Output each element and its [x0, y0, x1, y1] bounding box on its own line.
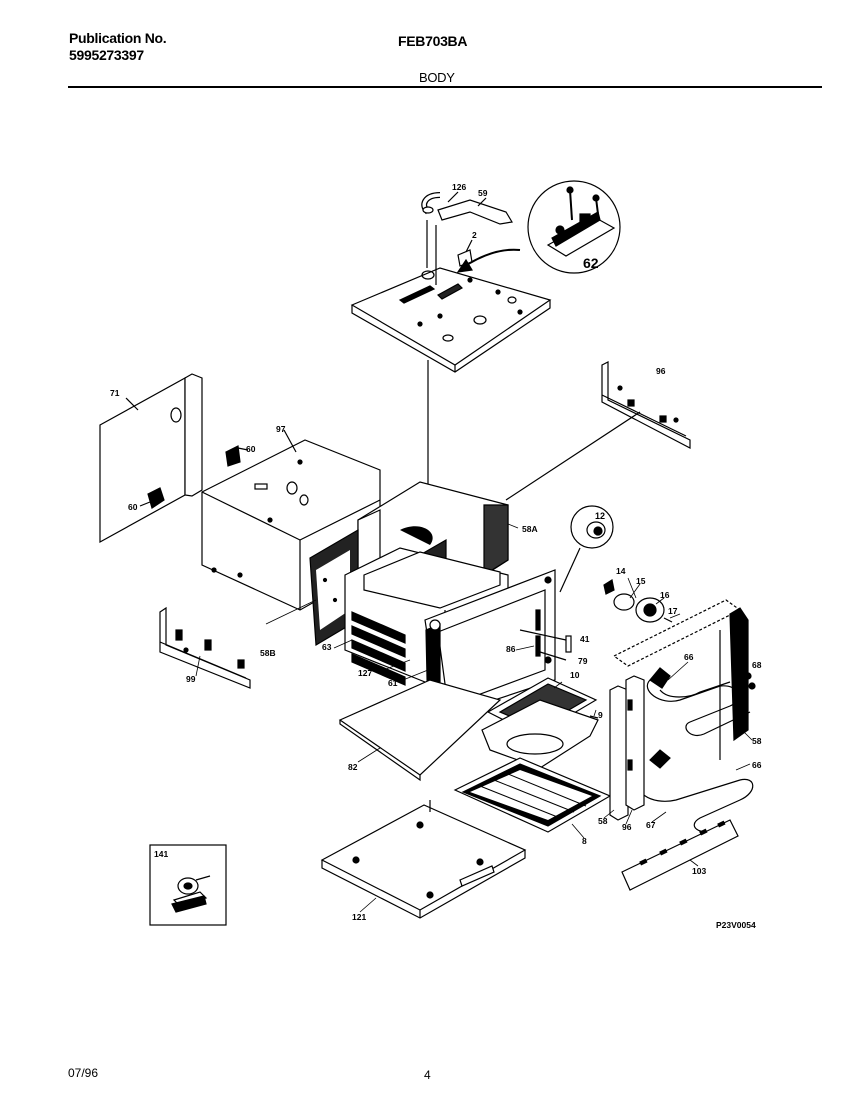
callout-82: 82: [348, 762, 358, 772]
callout-66-lower: 66: [752, 760, 762, 770]
callout-99: 99: [186, 674, 196, 684]
diagram-code: P23V0054: [716, 920, 756, 930]
callout-8: 8: [582, 836, 587, 846]
heating-elements: [609, 599, 756, 833]
callout-68: 68: [752, 660, 762, 670]
thermostat-inset-141: [149, 844, 227, 926]
callout-58B: 58B: [260, 648, 276, 658]
page-number: 4: [424, 1068, 431, 1082]
callout-126: 126: [452, 182, 466, 192]
callout-96-top: 96: [656, 366, 666, 376]
top-panel-assembly: [350, 191, 552, 373]
oven-rack-8: [453, 757, 612, 833]
callout-10: 10: [570, 670, 580, 680]
callout-121: 121: [352, 912, 366, 922]
broiler-pan: [481, 677, 599, 769]
callout-127: 127: [358, 668, 372, 678]
vent-trim-103: [621, 819, 739, 891]
callout-59: 59: [478, 188, 488, 198]
oven-bottom-panel-82: [338, 679, 502, 782]
callout-2: 2: [472, 230, 477, 240]
callout-66-upper: 66: [684, 652, 694, 662]
callout-14: 14: [616, 566, 626, 576]
footer-date: 07/96: [68, 1066, 99, 1080]
rear-bracket-96: [505, 361, 691, 501]
callout-41: 41: [580, 634, 590, 644]
bottom-bracket-99: [159, 606, 251, 689]
callout-86: 86: [506, 644, 516, 654]
callout-79: 79: [578, 656, 588, 666]
callout-103: 103: [692, 866, 706, 876]
callout-9: 9: [598, 710, 603, 720]
callout-60-lower: 60: [128, 502, 138, 512]
publication-number: 5995273397: [69, 47, 144, 63]
oven-bottom-pan-121: [320, 800, 527, 919]
callout-71: 71: [110, 388, 120, 398]
oven-body: [309, 481, 556, 726]
callout-141: 141: [154, 849, 168, 859]
callout-58A: 58A: [522, 524, 538, 534]
callout-12: 12: [595, 511, 605, 521]
callout-15: 15: [636, 576, 646, 586]
callout-97: 97: [276, 424, 286, 434]
small-parts-41-79: [519, 629, 572, 661]
header-rule: [68, 86, 822, 88]
section-title: BODY: [419, 70, 455, 85]
model-number: FEB703BA: [398, 33, 468, 49]
callout-61: 61: [388, 678, 398, 688]
callout-63: 63: [322, 642, 332, 652]
callout-60-upper: 60: [246, 444, 256, 454]
publication-label: Publication No.: [69, 30, 167, 46]
callout-67: 67: [646, 820, 656, 830]
oven-light-assembly: [559, 505, 673, 623]
callout-labels: 126 59 2 62 96 71 97 60 60 58A 12 14 15 …: [110, 182, 762, 930]
leader-lines: [195, 523, 753, 913]
callout-96-lower: 96: [622, 822, 632, 832]
terminal-block-inset: [527, 180, 621, 274]
callout-62: 62: [583, 255, 599, 271]
callout-58-right: 58: [752, 736, 762, 746]
side-panel-71: [99, 373, 203, 544]
callout-17: 17: [668, 606, 678, 616]
callout-58-lower: 58: [598, 816, 608, 826]
callout-16: 16: [660, 590, 670, 600]
